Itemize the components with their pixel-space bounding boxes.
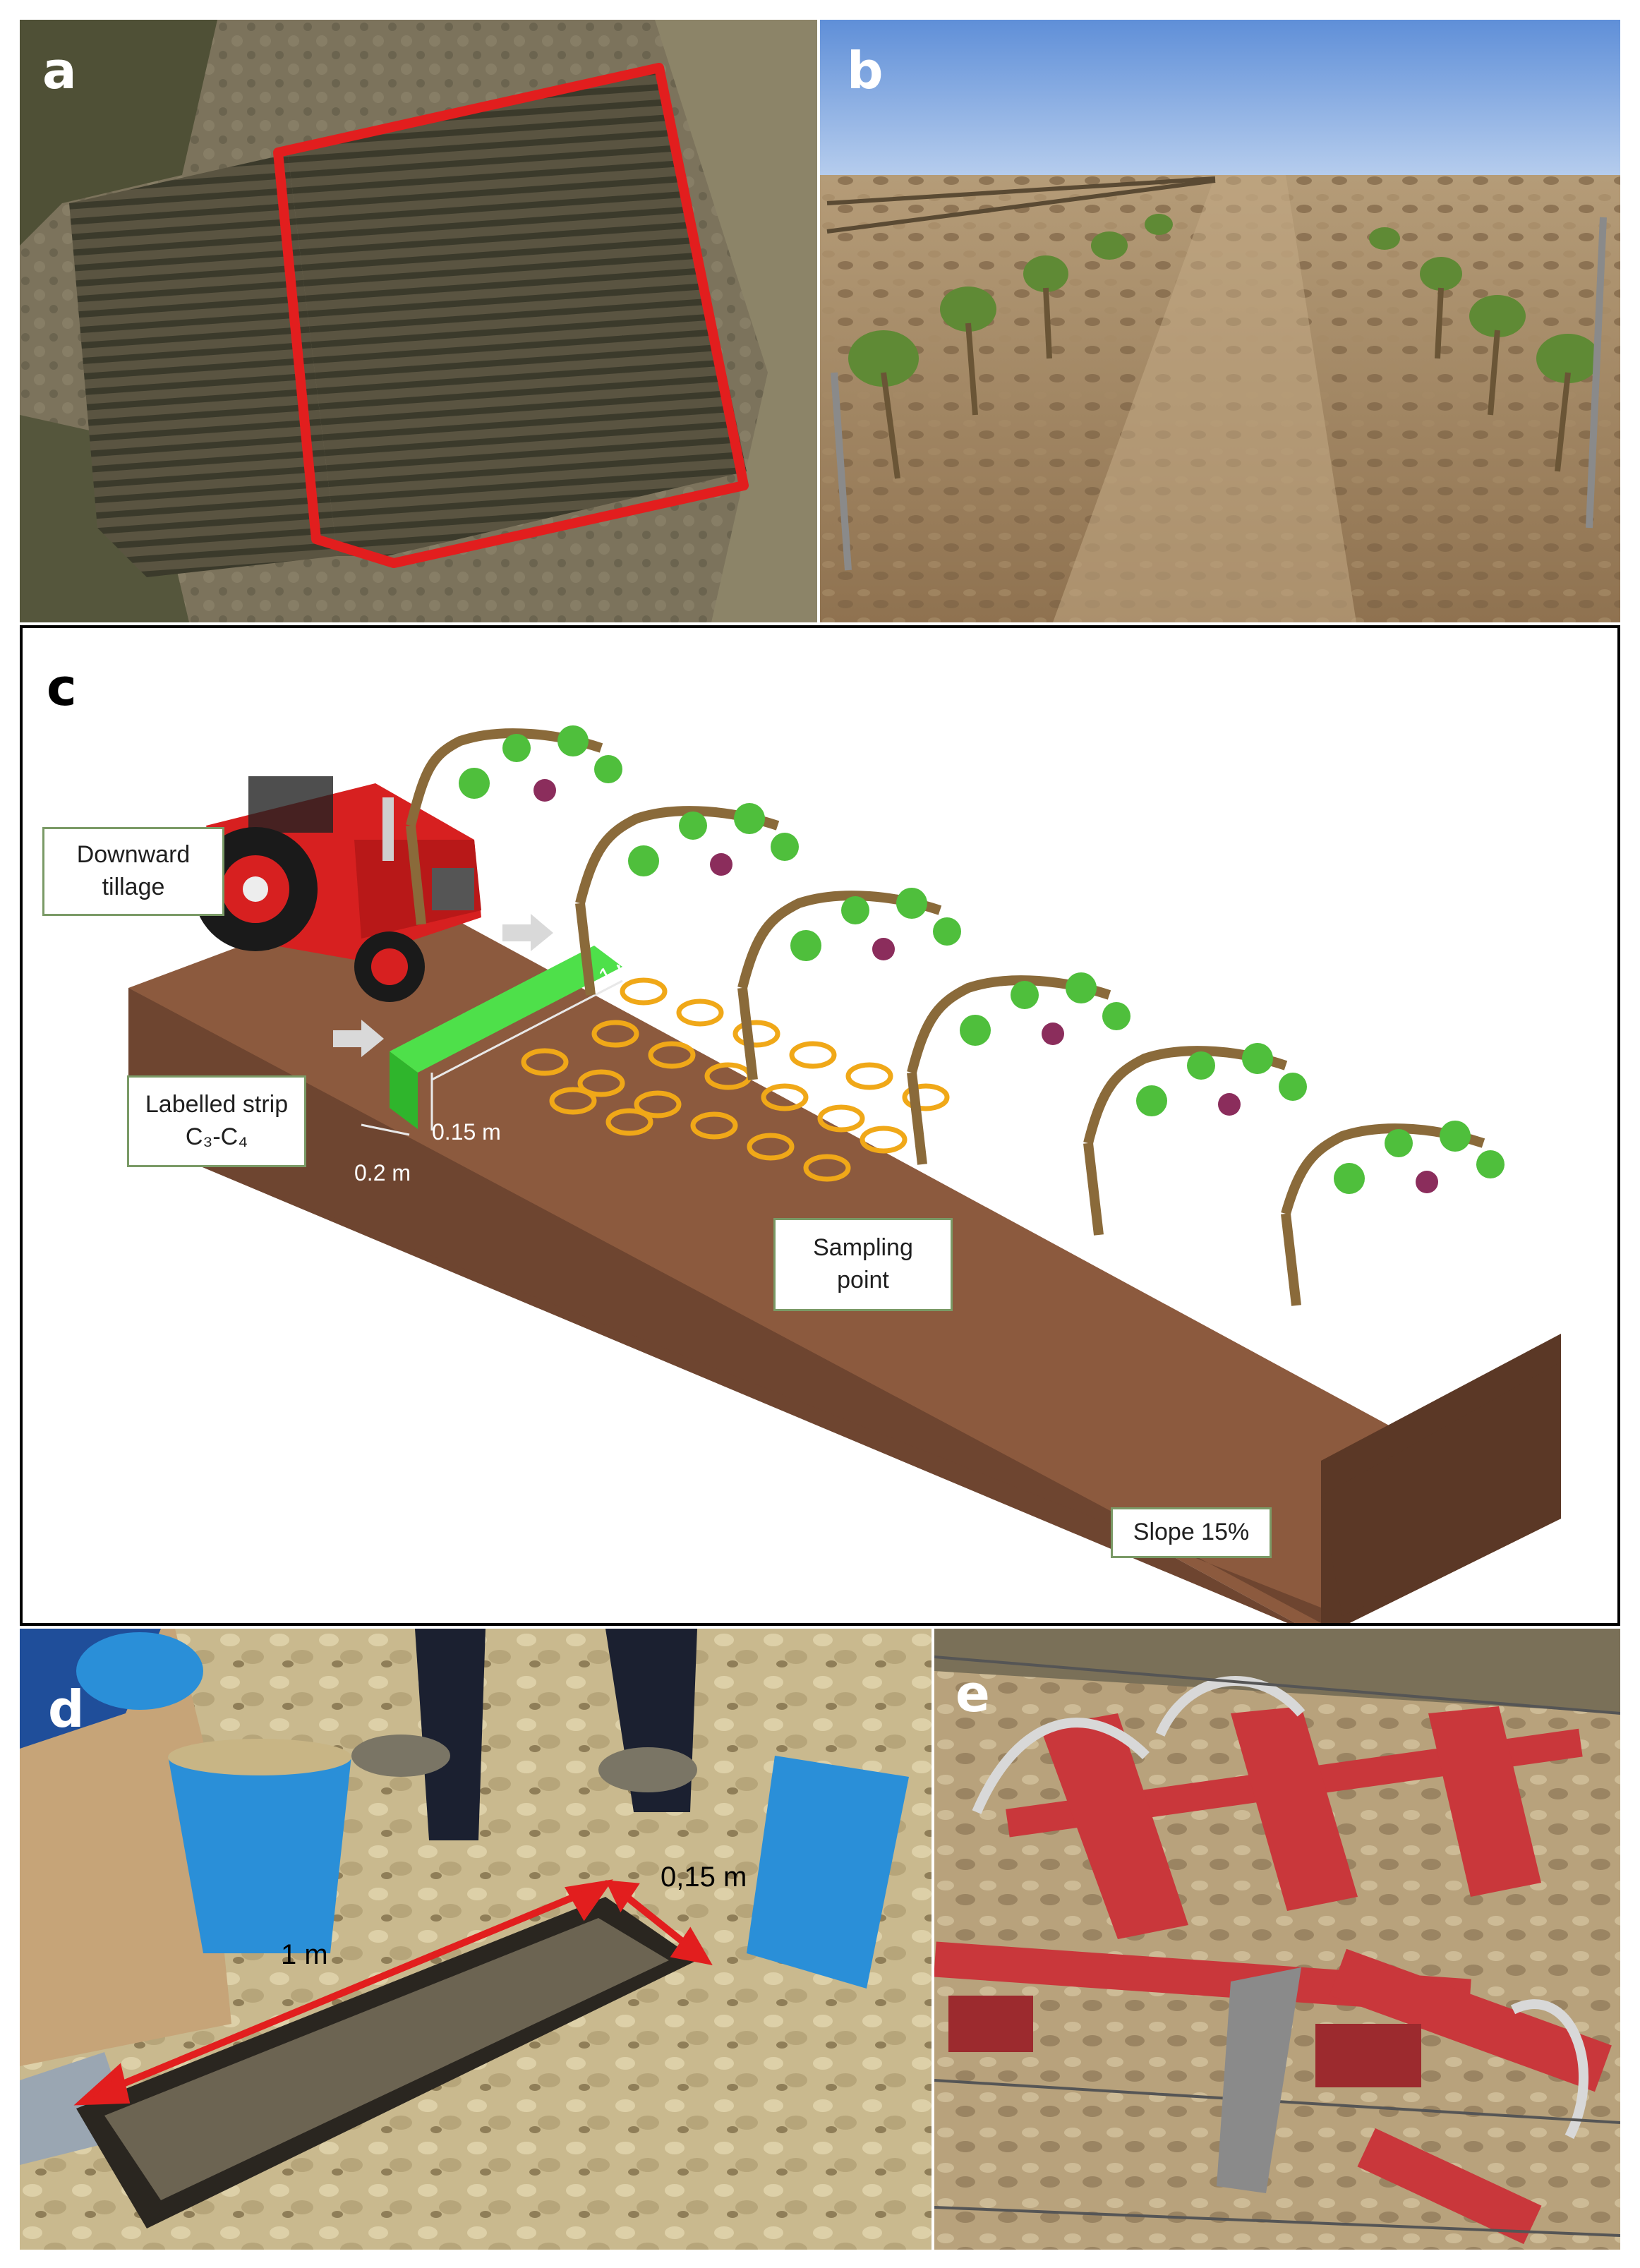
photo-dimension-depth: 0,15 m bbox=[661, 1862, 747, 1893]
bucket-right bbox=[747, 1756, 909, 1989]
callout-slope-text: Slope 15% bbox=[1133, 1519, 1250, 1546]
callout-sampling-point: Sampling point bbox=[773, 1218, 953, 1311]
cultivator-frame bbox=[934, 1706, 1612, 2245]
callout-downward-tillage: Downward tillage bbox=[42, 827, 224, 916]
callout-sampling-point-line1: Sampling bbox=[813, 1234, 913, 1262]
callout-slope: Slope 15% bbox=[1111, 1507, 1272, 1558]
panel-e-implement-photo bbox=[934, 1629, 1620, 2250]
labelled-strip-front bbox=[390, 1051, 418, 1129]
photo-dimension-length: 1 m bbox=[281, 1939, 328, 1970]
vineyard-east-block bbox=[288, 69, 747, 556]
sampling-points bbox=[521, 977, 950, 1182]
labelled-strip-top bbox=[390, 946, 622, 1073]
callout-sampling-point-line2: point bbox=[837, 1267, 889, 1293]
callout-downward-tillage-line2: tillage bbox=[102, 874, 165, 900]
panel-d-field-photo bbox=[20, 1629, 931, 2250]
grapevines bbox=[406, 725, 1505, 1306]
panel-label-d: d bbox=[48, 1679, 85, 1739]
vine-row-left bbox=[826, 176, 1216, 234]
callout-labelled-strip-line1: Labelled strip bbox=[145, 1091, 289, 1118]
panel-label-b: b bbox=[847, 41, 884, 100]
panel-label-a: a bbox=[42, 41, 77, 100]
callout-downward-tillage-line1: Downward bbox=[76, 841, 191, 869]
bucket-left bbox=[168, 1756, 351, 1953]
panel-b-vineyard-photo bbox=[820, 20, 1620, 622]
study-plot-boundary bbox=[273, 63, 749, 568]
tillage-direction-arrows bbox=[333, 914, 553, 1057]
vineyard-west-block bbox=[69, 154, 337, 577]
dimension-arrows bbox=[73, 1879, 713, 2106]
panel-label-c: c bbox=[47, 658, 77, 717]
panel-label-e: e bbox=[955, 1664, 990, 1723]
panel-a-aerial-image bbox=[20, 20, 817, 622]
callout-labelled-strip-line2: C₃-C₄ bbox=[185, 1123, 248, 1150]
callout-labelled-strip: Labelled strip C₃-C₄ bbox=[127, 1075, 306, 1167]
dimension-strip-width: 0.2 m bbox=[354, 1160, 411, 1186]
dimension-strip-depth: 0.15 m bbox=[432, 1119, 501, 1145]
